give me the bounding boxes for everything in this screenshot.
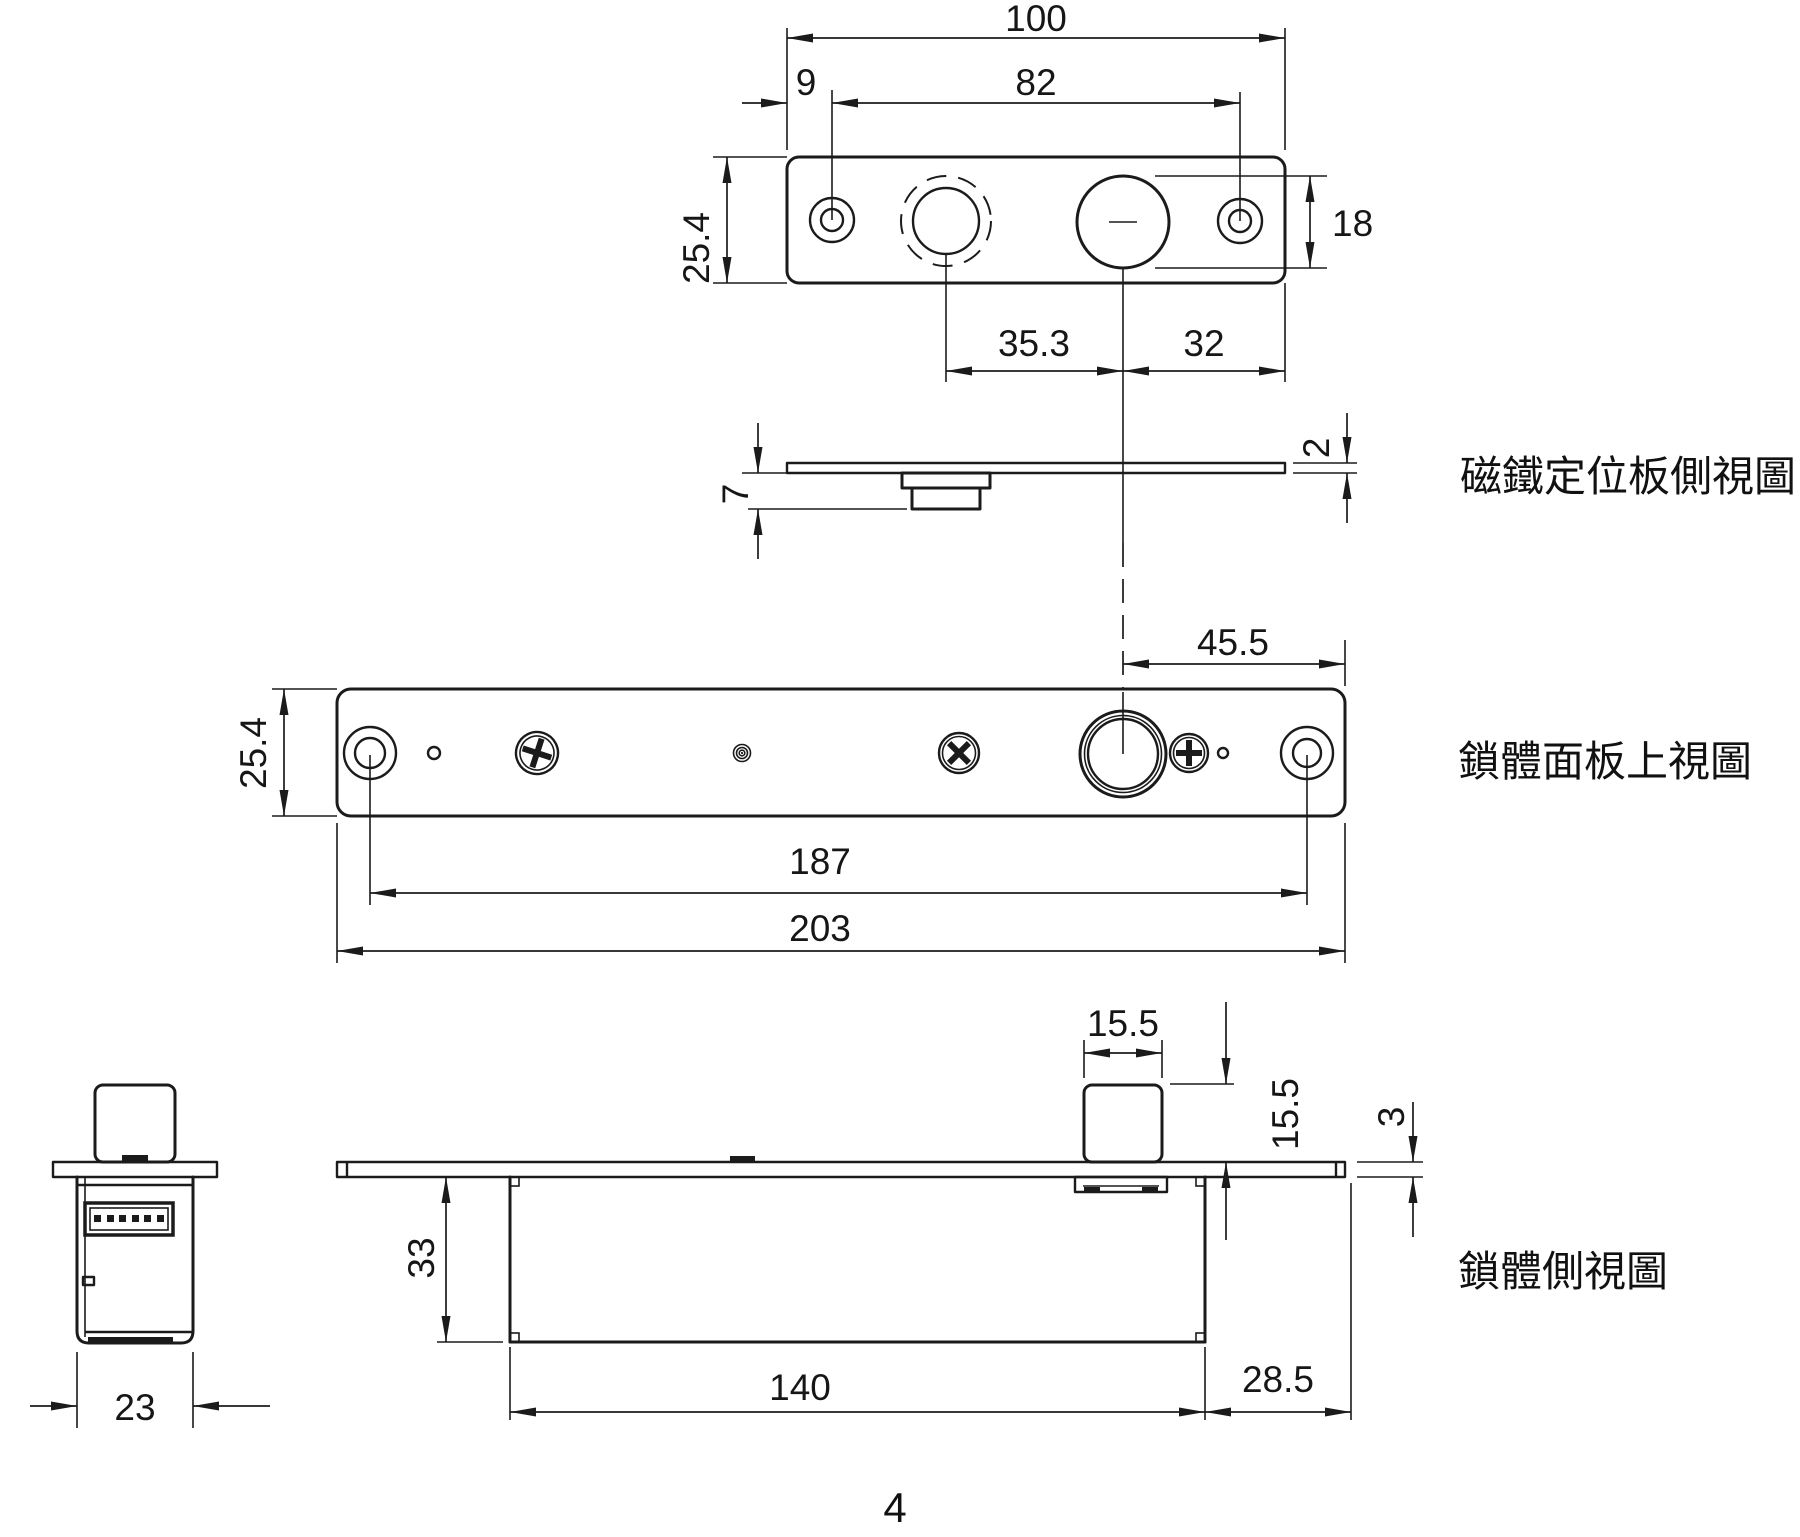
dim-overall-width: 100 [1005,0,1067,39]
faceplate-profile [335,1160,1347,1179]
small-hole-right [1216,746,1230,760]
phillips-screw-2 [937,731,981,775]
dim-bolt-width: 15.5 [1087,1003,1159,1044]
small-hole-left [426,745,442,761]
dimension-lines [279,659,1345,956]
faceplate-outline [335,687,1347,818]
dim-bolt-to-edge: 45.5 [1197,622,1269,663]
dim-magnet-depth: 7 [715,484,756,505]
magnet-plate-side-view: 7 2 磁鐵定位板側視圖 [715,413,1796,559]
sensor-bump [730,1156,755,1162]
dim-magnet-to-bolt: 35.3 [998,323,1070,364]
body-end-view: 23 [30,1083,270,1428]
dim-hole-spacing: 82 [1015,62,1056,103]
page-number: 4 [883,1484,906,1531]
panel-top-view: 45.5 25.4 187 203 鎖體面板上視圖 [233,622,1752,963]
magnet-plate-top-view: 100 9 82 35.3 32 18 25.4 [676,0,1373,689]
bottom-plate-mark [88,1337,173,1343]
dim-bolt-protrusion: 15.5 [1265,1078,1306,1150]
extension-lines [272,640,1346,963]
dim-body-length: 140 [769,1367,831,1408]
dim-bolt-center-to-end: 28.5 [1242,1359,1314,1400]
dim-overall-length: 203 [789,908,851,949]
magnet-block-step2 [910,486,982,511]
extension-lines [742,462,1357,510]
dim-faceplate-thickness: 3 [1371,1107,1412,1128]
magnet-block-step1 [900,471,992,490]
phillips-screw-3 [1168,732,1210,774]
bolt-end-profile [93,1083,177,1164]
dimension-lines [753,413,1352,559]
led-indicator [732,743,752,763]
side-slot [81,1275,96,1287]
dim-body-width: 23 [114,1387,155,1428]
body-side-view: 33 140 28.5 3 15.5 15.5 鎖體側視圖 [335,1002,1668,1420]
dim-panel-height: 25.4 [233,717,274,789]
dim-plate-thickness: 2 [1296,438,1337,459]
magnet-hole [900,175,992,267]
lock-body-outline [508,1175,1207,1344]
dim-edge-to-hole: 9 [796,62,817,103]
phillips-screw-1 [514,730,560,776]
dim-bolt-hole-dia: 18 [1332,203,1373,244]
view-label-panel-top: 鎖體面板上視圖 [1458,738,1752,785]
dim-bolt-to-edge: 32 [1183,323,1224,364]
extension-lines [713,28,1327,382]
connector-block [83,1201,175,1237]
view-label-body-side: 鎖體側視圖 [1458,1248,1668,1295]
extension-lines [76,1352,194,1428]
magnet-plate-outline [785,155,1287,285]
view-label-magnet-plate-side: 磁鐵定位板側視圖 [1460,453,1796,500]
dim-screw-spacing: 187 [789,841,851,882]
bolt-profile [1082,1083,1164,1164]
under-bolt-block [1073,1175,1169,1194]
plate-profile [785,461,1287,475]
dim-body-depth: 33 [401,1237,442,1278]
bolt-base-mark [122,1155,148,1161]
flange-profile [51,1160,219,1179]
dimension-lines [441,1002,1418,1417]
dim-plate-height: 25.4 [676,212,717,284]
bolt-hole [1075,174,1171,270]
dimension-lines [722,33,1315,376]
